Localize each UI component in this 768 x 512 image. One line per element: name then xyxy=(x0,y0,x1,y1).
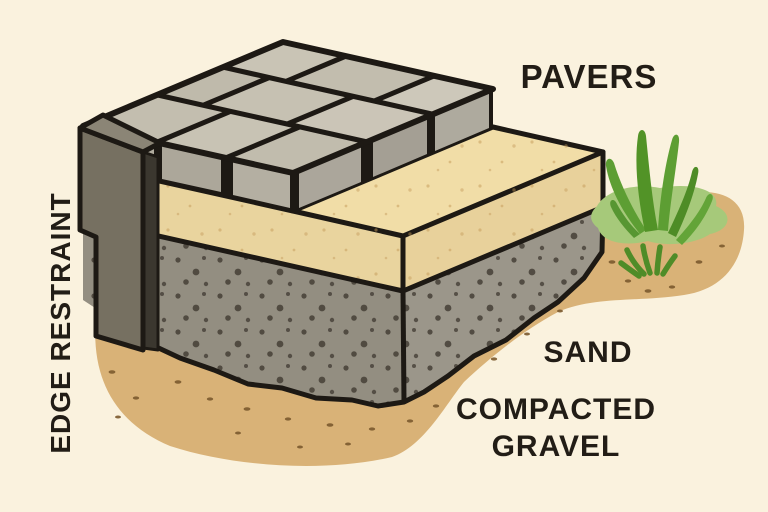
grass-tuft xyxy=(591,130,728,279)
grass-sprout xyxy=(618,243,678,279)
sand-layer xyxy=(80,124,606,294)
label-sand: SAND xyxy=(543,336,633,369)
label-compacted-gravel: COMPACTED GRAVEL xyxy=(455,393,657,463)
edge-restraint-board xyxy=(77,112,163,353)
gravel-layer xyxy=(83,204,606,409)
paver-layer xyxy=(80,39,496,211)
label-edge-restraint: EDGE RESTRAINT xyxy=(45,192,77,454)
grass-blades xyxy=(605,130,713,245)
dirt-speckles xyxy=(108,244,725,449)
label-pavers: PAVERS xyxy=(520,58,658,96)
